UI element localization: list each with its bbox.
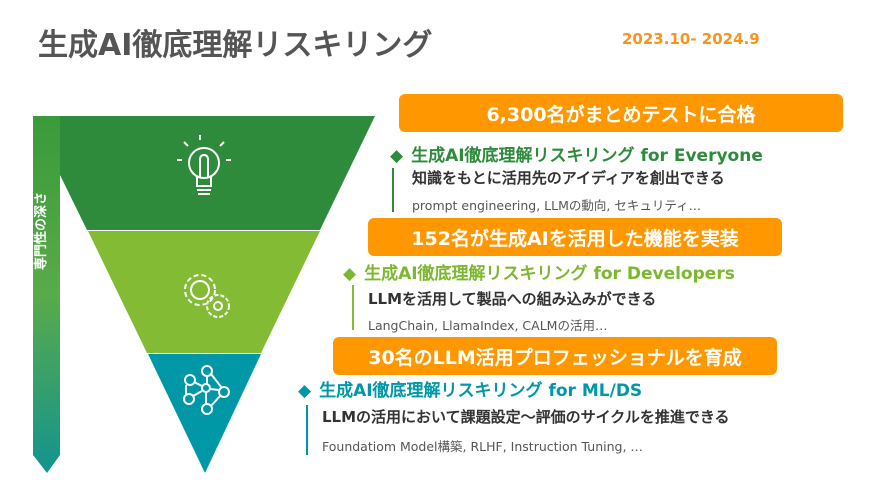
funnel-tier-everyone xyxy=(60,116,375,230)
lightbulb-icon xyxy=(177,135,231,195)
badge-developers: 152名が生成AIを活用した機能を実装 xyxy=(368,218,782,256)
funnel-tier-developers xyxy=(88,231,320,353)
desc-everyone: 知識をもとに活用先のアイディアを創出できる xyxy=(412,169,725,187)
date-range: 2023.10- 2024.9 xyxy=(622,30,760,48)
desc-developers: LLMを活用して製品への組み込みができる xyxy=(368,290,657,308)
page-title: 生成AI徹底理解リスキリング xyxy=(38,28,433,63)
desc-mlds: LLMの活用において課題設定〜評価のサイクルを推進できる xyxy=(322,408,730,426)
heading-text: 生成AI徹底理解リスキリング for Everyone xyxy=(411,146,763,166)
gears-icon xyxy=(184,274,230,318)
axis-label-depth: 専門性の深さ xyxy=(34,191,49,270)
heading-text: 生成AI徹底理解リスキリング for Developers xyxy=(364,264,735,284)
diamond-icon: ◆ xyxy=(390,146,404,166)
heading-developers: ◆ 生成AI徹底理解リスキリング for Developers xyxy=(343,259,735,284)
divider-bar xyxy=(306,405,308,455)
divider-bar xyxy=(392,168,394,212)
funnel-diagram xyxy=(33,116,375,473)
topics-mlds: Foundatiom Model構築, RLHF, Instruction Tu… xyxy=(322,439,643,454)
heading-everyone: ◆ 生成AI徹底理解リスキリング for Everyone xyxy=(390,141,763,166)
badge-everyone: 6,300名がまとめテストに合格 xyxy=(399,94,843,132)
diamond-icon: ◆ xyxy=(343,264,357,284)
badge-mlds: 30名のLLM活用プロフェッショナルを育成 xyxy=(333,337,777,375)
heading-text: 生成AI徹底理解リスキリング for ML/DS xyxy=(319,381,643,401)
topics-developers: LangChain, LlamaIndex, CALMの活用… xyxy=(368,318,608,333)
divider-bar xyxy=(352,285,354,330)
topics-everyone: prompt engineering, LLMの動向, セキュリティ… xyxy=(412,198,702,213)
depth-arrow xyxy=(33,116,60,473)
heading-mlds: ◆ 生成AI徹底理解リスキリング for ML/DS xyxy=(298,376,642,401)
network-icon xyxy=(183,365,230,415)
diamond-icon: ◆ xyxy=(298,381,312,401)
